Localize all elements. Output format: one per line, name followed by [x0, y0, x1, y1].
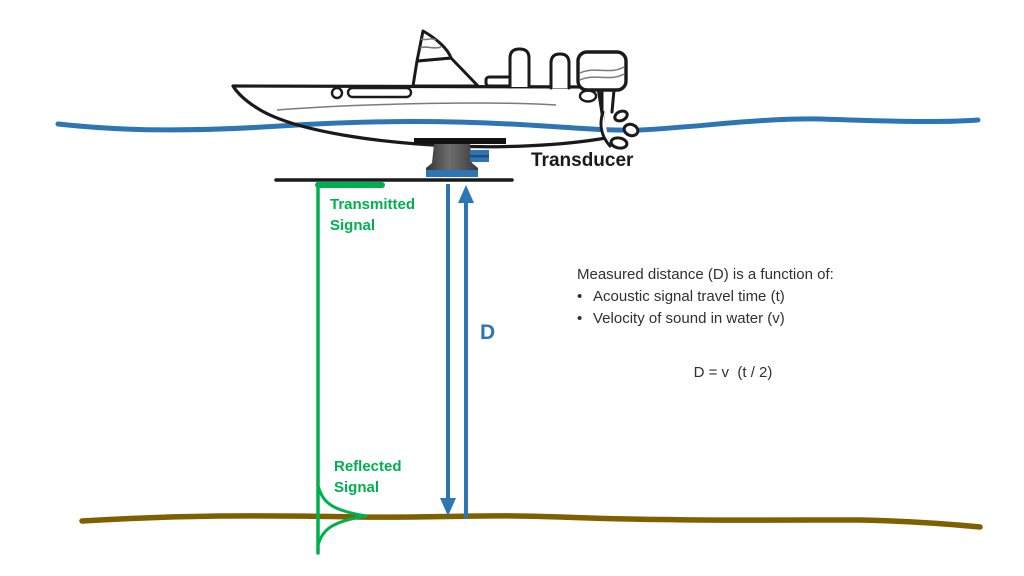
motor-mount-lines: [600, 88, 616, 114]
hull-bottom-plate: [414, 138, 506, 144]
reflected-signal-label-line1: Reflected: [334, 458, 402, 475]
propeller: [599, 109, 640, 150]
transmitted-signal-label: Transmitted Signal: [330, 194, 415, 236]
explanation-title: Measured distance (D) is a function of:: [577, 266, 834, 283]
windshield-glare-lines: [419, 38, 442, 49]
windshield: [415, 29, 453, 63]
stern-light: [578, 89, 598, 103]
reflected-signal-label-line2: Signal: [334, 479, 380, 496]
transmitted-signal-label-line1: Transmitted: [330, 196, 416, 213]
transducer-body: [426, 144, 478, 172]
transducer-label: Transducer: [531, 150, 634, 171]
distance-equation: D = v (t / 2): [693, 364, 773, 381]
bullet-item-velocity: • Velocity of sound in water (v): [577, 308, 889, 330]
console: [411, 56, 480, 88]
bullet-text-travel-time: Acoustic signal travel time (t): [593, 288, 785, 305]
distance-down-arrow: [440, 184, 456, 516]
motor-cowling-lines: [579, 66, 625, 81]
bow-trim-strip: [346, 86, 413, 99]
seat-backrest-2: [549, 52, 571, 90]
distance-up-arrow: [458, 185, 474, 518]
bullet-marker: •: [577, 310, 583, 327]
bullet-text-velocity: Velocity of sound in water (v): [593, 310, 785, 327]
transducer-face-band: [426, 170, 478, 177]
seat-backrest-1: [508, 47, 531, 89]
bullet-item-travel-time: • Acoustic signal travel time (t): [577, 286, 889, 308]
signal-trace: [315, 181, 385, 555]
boat-illustration: [231, 29, 640, 150]
boat-hull-outline: [231, 84, 608, 149]
bullet-marker: •: [577, 288, 583, 305]
distance-label: D: [480, 321, 496, 344]
seat-cushion: [484, 75, 514, 88]
bow-porthole: [330, 86, 344, 100]
reflected-signal-label: Reflected Signal: [334, 456, 402, 498]
transducer-connector-groove: [470, 155, 489, 158]
transmitted-signal-label-line2: Signal: [330, 217, 376, 234]
hull-crease-line: [276, 102, 557, 111]
transducer-icon: [414, 138, 506, 177]
water-surface-line: [55, 116, 981, 133]
explanation-block: Measured distance (D) is a function of: …: [577, 264, 889, 383]
reflected-signal-pulse: [316, 484, 368, 547]
seafloor-line: [79, 513, 983, 530]
boat-hull-fill: [233, 86, 606, 147]
